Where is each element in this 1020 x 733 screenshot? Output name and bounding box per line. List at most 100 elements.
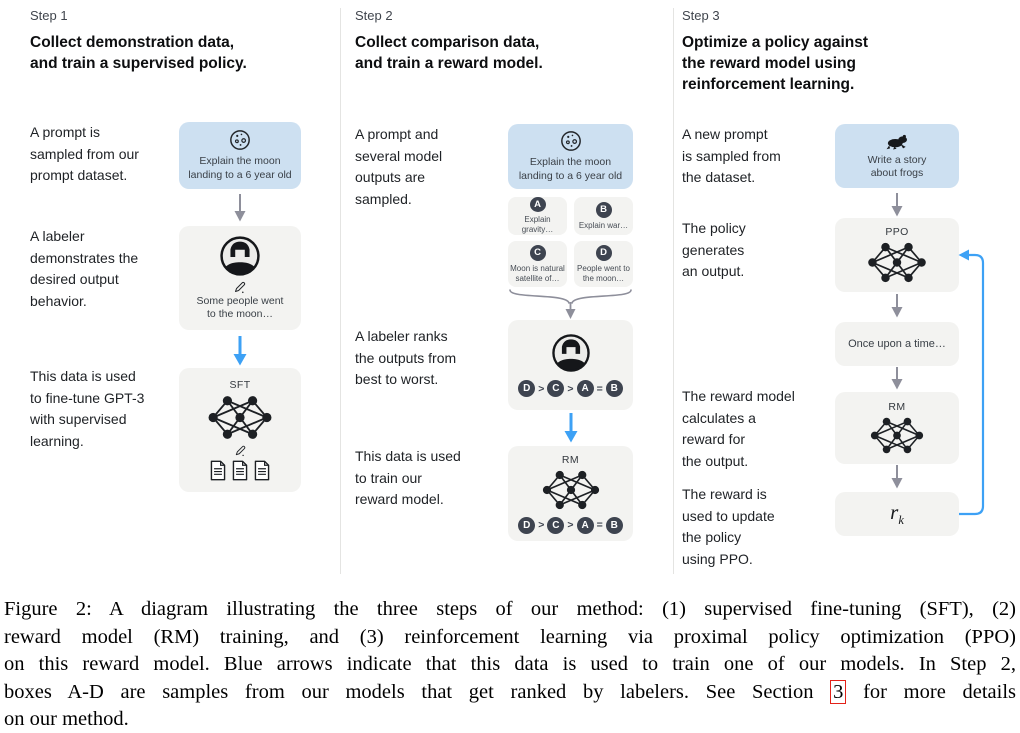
step-1-label: Step 1	[30, 8, 68, 23]
step-1-prompt-text: Explain the moon landing to a 6 year old	[188, 155, 292, 181]
figure-caption: Figure 2: A diagram illustrating the thr…	[4, 596, 1016, 733]
moon-icon	[229, 129, 251, 151]
flow-arrow-icon	[891, 193, 903, 217]
step-3-label: Step 3	[682, 8, 720, 23]
output-badge-b: B	[595, 201, 612, 218]
ppo-label: PPO	[885, 226, 909, 238]
rank-badge: C	[547, 380, 565, 397]
step-1-annotation-finetune: This data is used to fine-tune GPT-3 wit…	[30, 368, 145, 449]
document-icon	[231, 460, 249, 481]
caption-line: on our method.	[4, 708, 129, 731]
step-3-reward-box: rk	[835, 492, 959, 536]
step-3-output-box: Once upon a time…	[835, 322, 959, 366]
step-3-ppo-box: PPO	[835, 218, 959, 292]
step-1-demonstration-text: Some people went to the moon…	[196, 294, 284, 321]
output-text-b: Explain war…	[578, 220, 629, 230]
step-3-rm-box: RM	[835, 392, 959, 464]
output-text-c: Moon is natural satellite of…	[510, 263, 565, 283]
labeler-icon	[551, 333, 591, 373]
column-divider	[673, 8, 674, 574]
flow-arrow-icon	[891, 294, 903, 318]
output-box-b: B Explain war…	[574, 197, 633, 235]
step-2-prompt-text: Explain the moon landing to a 6 year old	[518, 156, 623, 182]
feedback-loop-arrow-icon	[958, 249, 985, 516]
rm-label: RM	[888, 401, 906, 413]
rank-badge: D	[518, 380, 536, 397]
output-box-d: D People went to the moon…	[574, 241, 633, 287]
output-text-a: Explain gravity…	[521, 215, 554, 234]
rank-separator: >	[538, 519, 545, 531]
caption-line: Figure 2: A diagram illustrating the thr…	[4, 598, 1016, 620]
step-3-annotation-reward: The reward model calculates a reward for…	[682, 388, 795, 469]
step-3-annotation-policy: The policy generates an output.	[682, 220, 746, 279]
documents-row	[209, 460, 271, 481]
step-3-title: Optimize a policy against the reward mod…	[682, 34, 869, 93]
step-3-annotation-prompt: A new prompt is sampled from the dataset…	[682, 126, 781, 185]
step-2-annotation-rank: A labeler ranks the outputs from best to…	[355, 328, 457, 387]
ranking-row: D > C > A = B	[518, 516, 623, 534]
step-3-prompt-box: Write a story about frogs	[835, 124, 959, 188]
rank-badge: D	[518, 516, 536, 534]
step-1-title: Collect demonstration data, and train a …	[30, 34, 247, 72]
neural-net-icon	[541, 469, 601, 511]
step-1-prompt-box: Explain the moon landing to a 6 year old	[179, 122, 301, 189]
pencil-icon	[234, 444, 247, 457]
flow-arrow-icon	[891, 465, 903, 489]
caption-line: boxes A-D are samples from our models th…	[4, 679, 1016, 707]
train-arrow-icon	[233, 336, 247, 366]
rank-badge: A	[576, 380, 594, 397]
rank-separator: >	[567, 519, 574, 531]
step-2-annotation-prompt: A prompt and several model outputs are s…	[355, 126, 443, 207]
frog-icon	[884, 132, 910, 150]
neural-net-icon	[866, 241, 928, 284]
step-2-title: Collect comparison data, and train a rew…	[355, 34, 543, 72]
brace-merge-arrow-icon	[509, 289, 632, 319]
neural-net-icon	[869, 416, 925, 455]
document-icon	[209, 460, 227, 481]
rank-separator: >	[567, 382, 574, 395]
section-link[interactable]: 3	[830, 679, 847, 704]
step-2-annotation-train: This data is used to train our reward mo…	[355, 448, 461, 507]
document-icon	[253, 460, 271, 481]
caption-line: on this reward model. Blue arrows indica…	[4, 653, 1016, 676]
rm-label: RM	[561, 453, 580, 466]
labeler-icon	[219, 235, 261, 277]
rank-separator: >	[538, 382, 545, 395]
step-2-prompt-box: Explain the moon landing to a 6 year old	[508, 124, 633, 189]
step-1-labeler-box: Some people went to the moon…	[179, 226, 301, 330]
rank-badge: B	[605, 380, 623, 397]
caption-text: for more details	[846, 680, 1016, 703]
sft-label: SFT	[229, 379, 251, 391]
caption-line: reward model (RM) training, and (3) rein…	[4, 625, 1016, 648]
rank-badge: B	[605, 516, 623, 534]
rank-separator: =	[596, 382, 603, 395]
rank-separator: =	[596, 519, 603, 531]
moon-icon	[560, 130, 582, 152]
step-3-prompt-text: Write a story about frogs	[867, 153, 927, 180]
output-badge-a: A	[529, 197, 546, 212]
column-divider	[340, 8, 341, 574]
step-1-sft-box: SFT	[179, 368, 301, 492]
step-2-labeler-box: D > C > A = B	[508, 320, 633, 410]
reward-value: rk	[890, 499, 904, 528]
output-text-d: People went to the moon…	[577, 263, 630, 283]
output-box-c: C Moon is natural satellite of…	[508, 241, 567, 287]
pencil-icon	[233, 280, 247, 294]
train-arrow-icon	[564, 413, 578, 443]
caption-text: boxes A-D are samples from our models th…	[4, 680, 831, 703]
neural-net-icon	[206, 394, 274, 441]
step-3-output-text: Once upon a time…	[848, 338, 946, 350]
ranking-row: D > C > A = B	[518, 380, 623, 397]
step-2-label: Step 2	[355, 8, 393, 23]
step-1-annotation-labeler: A labeler demonstrates the desired outpu…	[30, 228, 139, 309]
flow-arrow-icon	[234, 194, 246, 222]
output-badge-d: D	[595, 244, 612, 261]
step-1-annotation-prompt: A prompt is sampled from our prompt data…	[30, 124, 139, 183]
output-badge-c: C	[529, 244, 546, 261]
step-3-annotation-update: The reward is used to update the policy …	[682, 486, 775, 567]
rank-badge: C	[547, 516, 565, 534]
flow-arrow-icon	[891, 367, 903, 390]
rank-badge: A	[576, 516, 594, 534]
step-2-rm-box: RM D > C > A = B	[508, 446, 633, 541]
